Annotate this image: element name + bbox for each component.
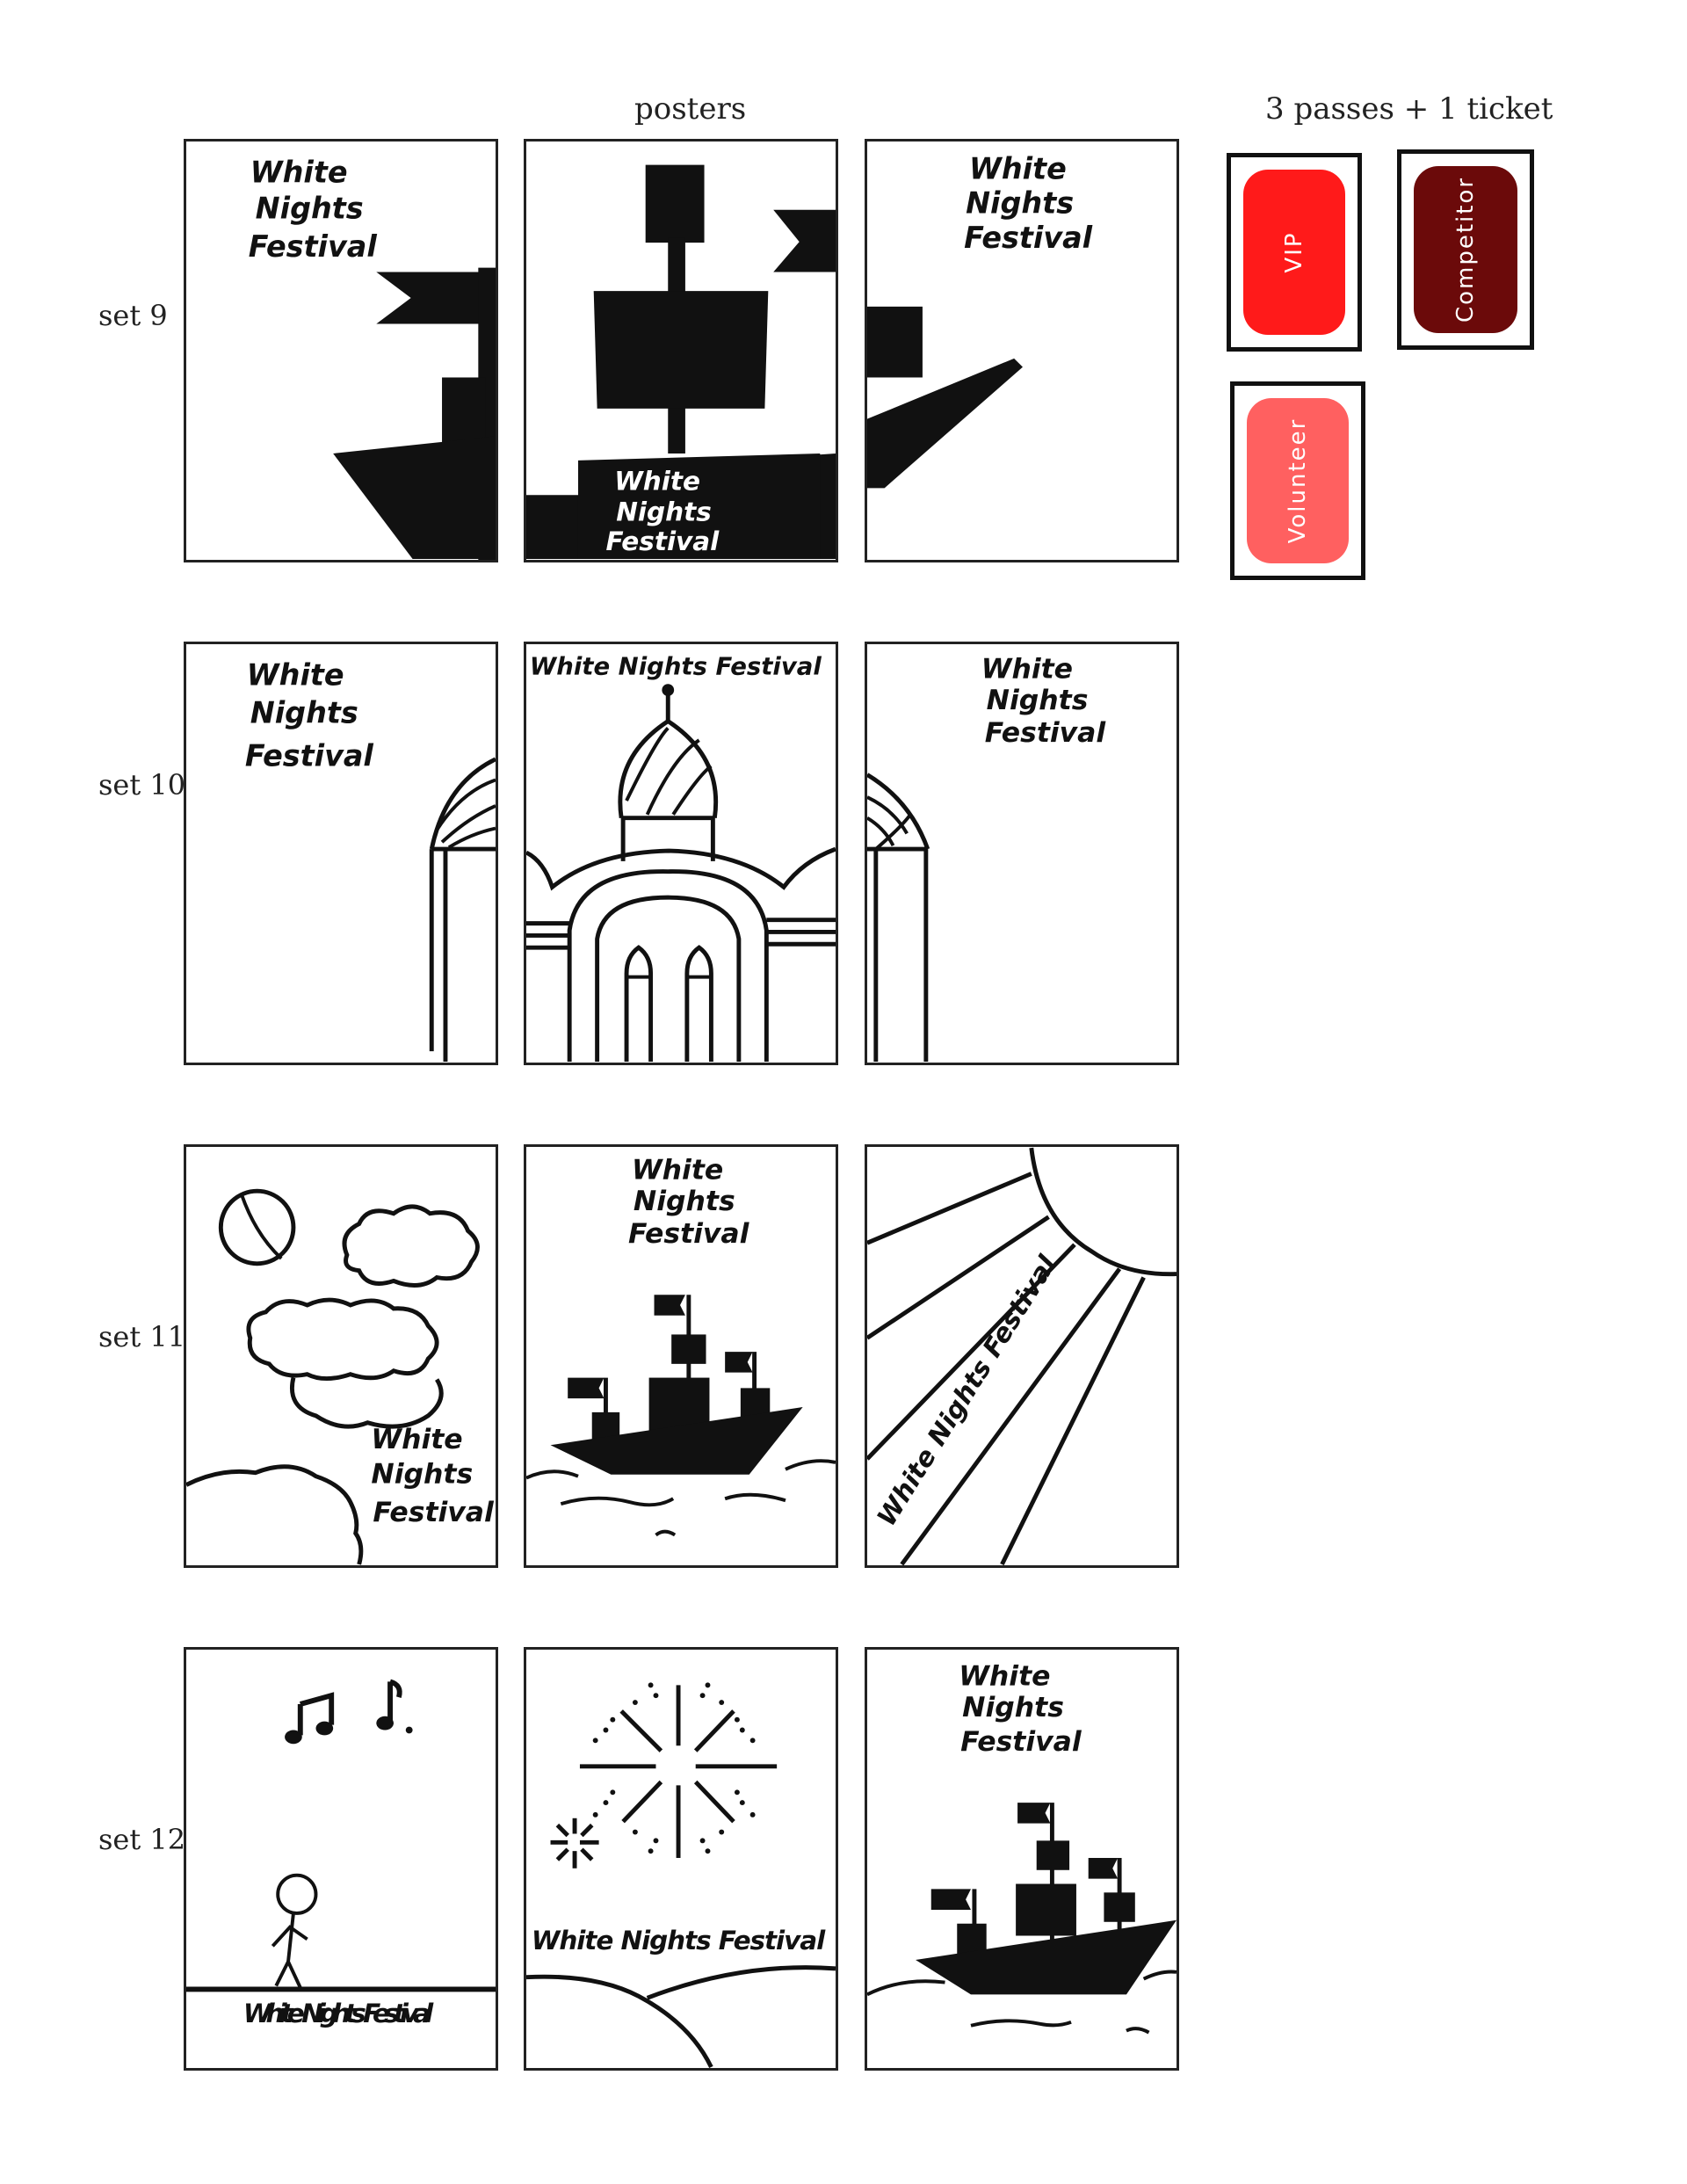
ship-silhouette-right-art: White Nights Festival	[867, 151, 1093, 489]
poster-text-festival: Festival	[245, 739, 374, 773]
poster-set9-right: White Nights Festival	[865, 139, 1179, 562]
poster-text-full: White Nights Festival	[530, 652, 822, 680]
poster-text-white: White	[371, 1424, 462, 1455]
poster-text-full: White Nights Festival	[243, 1999, 434, 2028]
poster-text-white: White	[614, 466, 700, 496]
tower-right-art: White Nights Festival	[867, 653, 1107, 1062]
poster-set9-left: White Nights Festival	[184, 139, 498, 562]
poster-text-festival: Festival	[249, 229, 378, 264]
ship-silhouette-center-art: White Nights Festival	[526, 164, 836, 559]
set-label-12: set 12	[98, 1823, 186, 1856]
poster-set9-middle: White Nights Festival	[524, 139, 838, 562]
poster-set10-left: White Nights Festival	[184, 642, 498, 1065]
poster-set10-middle: White Nights Festival	[524, 642, 838, 1065]
poster-text-white: White	[959, 1660, 1050, 1692]
ship-sea-art: White Nights Festival	[526, 1154, 836, 1537]
sun-rays-art: White Nights Festival	[867, 1147, 1177, 1565]
poster-text-festival: Festival	[605, 526, 720, 556]
poster-set12-left: White Nights Festival	[184, 1647, 498, 2071]
poster-text-festival: Festival	[373, 1497, 495, 1528]
poster-text-nights: Nights	[256, 192, 364, 226]
poster-text-nights: Nights	[962, 1692, 1064, 1723]
poster-text-nights: Nights	[250, 696, 358, 730]
pass-competitor-label: Competitor	[1452, 176, 1479, 323]
poster-text-festival: Festival	[628, 1218, 750, 1250]
pass-vip-fill	[1243, 170, 1345, 335]
poster-text-white: White	[969, 151, 1067, 185]
music-figure-art: White Nights Festival	[186, 1679, 496, 2028]
poster-set11-left: White Nights Festival	[184, 1144, 498, 1568]
poster-text-nights: Nights	[634, 1186, 735, 1217]
pass-competitor: Competitor	[1397, 149, 1534, 350]
poster-text-nights: Nights	[371, 1459, 473, 1491]
pass-volunteer-fill	[1247, 398, 1349, 563]
pass-volunteer: Volunteer	[1230, 381, 1365, 580]
moon-clouds-art: White Nights Festival	[186, 1188, 495, 1565]
poster-set12-middle: White Nights Festival	[524, 1647, 838, 2071]
pass-vip-label: VIP	[1281, 231, 1307, 273]
posters-header: posters	[634, 91, 747, 127]
poster-text-nights: Nights	[966, 186, 1074, 221]
poster-text-nights: Nights	[987, 685, 1089, 716]
poster-text-white: White	[247, 657, 344, 692]
poster-set12-right: White Nights Festival	[865, 1647, 1179, 2071]
set-label-9: set 9	[98, 299, 168, 332]
poster-text-nights: Nights	[616, 497, 712, 527]
pass-competitor-fill	[1414, 166, 1517, 333]
ship-right-art: White Nights Festival	[867, 1660, 1177, 2035]
set-label-10: set 10	[98, 768, 186, 802]
poster-set10-right: White Nights Festival	[865, 642, 1179, 1065]
poster-text-full: White Nights Festival	[532, 1926, 826, 1955]
poster-text-white: White	[632, 1154, 723, 1186]
poster-text-white: White	[981, 653, 1073, 685]
ship-silhouette-left-art: White Nights Festival	[249, 155, 496, 560]
poster-text-festival: Festival	[960, 1726, 1082, 1758]
poster-text-festival: Festival	[964, 221, 1093, 255]
passes-header: 3 passes + 1 ticket	[1265, 91, 1553, 127]
poster-text-festival: Festival	[985, 717, 1107, 749]
fireworks-art: White Nights Festival	[526, 1682, 836, 2068]
poster-text-white: White	[250, 155, 348, 189]
poster-set11-middle: White Nights Festival	[524, 1144, 838, 1568]
poster-text-full: White Nights Festival	[872, 1250, 1063, 1531]
tower-left-art: White Nights Festival	[245, 657, 496, 1062]
set-label-11: set 11	[98, 1320, 186, 1353]
poster-set11-right: White Nights Festival	[865, 1144, 1179, 1568]
cathedral-art: White Nights Festival	[526, 652, 836, 1062]
pass-volunteer-label: Volunteer	[1285, 417, 1311, 544]
pass-vip: VIP	[1227, 153, 1362, 352]
